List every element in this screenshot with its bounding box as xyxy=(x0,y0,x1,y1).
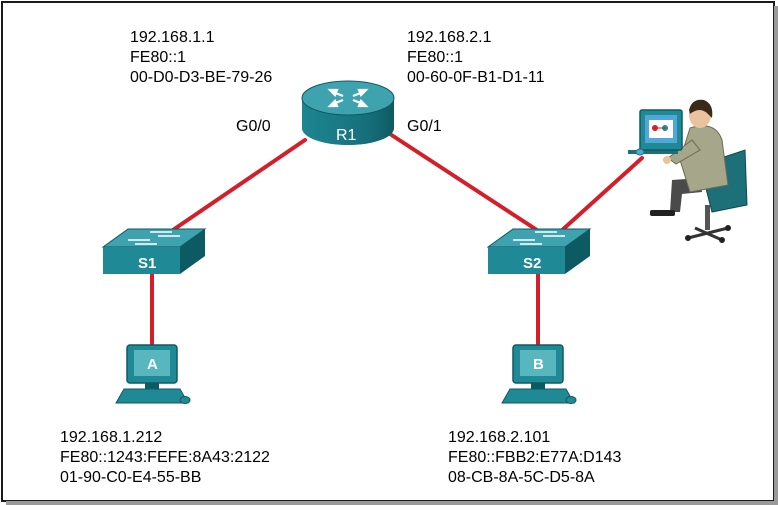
host-a-ipv6: FE80::1243:FEFE:8A43:2122 xyxy=(60,449,270,466)
router-arrows-icon xyxy=(327,88,369,108)
router-g0-1-mac: 00-60-0F-B1-D1-11 xyxy=(407,69,545,86)
port-g0-1-label: G0/1 xyxy=(407,118,442,135)
host-b-mac: 08-CB-8A-5C-D5-8A xyxy=(448,469,595,486)
link-r1-s2 xyxy=(388,132,542,234)
router-r1-icon[interactable] xyxy=(301,80,395,145)
router-g0-1-ipv6: FE80::1 xyxy=(407,49,464,66)
port-g0-0-label: G0/0 xyxy=(236,118,271,135)
router-g0-1-addresses: 192.168.2.1 FE80::1 00-60-0F-B1-D1-11 xyxy=(407,28,545,88)
host-b-computer-icon[interactable] xyxy=(501,344,577,404)
host-a-label: A xyxy=(147,356,158,373)
switch-s2-label: S2 xyxy=(523,255,541,272)
router-g0-1-ipv4: 192.168.2.1 xyxy=(407,29,492,46)
host-b-addresses: 192.168.2.101 FE80::FBB2:E77A:D143 08-CB… xyxy=(448,428,621,488)
host-a-mac: 01-90-C0-E4-55-BB xyxy=(60,469,202,486)
router-g0-0-mac: 00-D0-D3-BE-79-26 xyxy=(130,69,273,86)
router-g0-0-addresses: 192.168.1.1 FE80::1 00-D0-D3-BE-79-26 xyxy=(130,28,272,88)
switch-s2-icon[interactable] xyxy=(486,228,592,274)
link-r1-s1 xyxy=(168,138,307,234)
workstation-user-icon[interactable] xyxy=(628,99,748,243)
links xyxy=(150,132,644,350)
frame-shadow-bottom xyxy=(6,501,778,505)
router-g0-0-ipv4: 192.168.1.1 xyxy=(130,29,215,46)
host-a-addresses: 192.168.1.212 FE80::1243:FEFE:8A43:2122 … xyxy=(60,428,270,488)
frame-shadow-right xyxy=(774,6,778,503)
host-b-label: B xyxy=(533,356,544,373)
router-g0-0-ipv6: FE80::1 xyxy=(130,49,187,66)
switch-s1-icon[interactable] xyxy=(101,228,207,274)
switch-s1-label: S1 xyxy=(138,255,156,272)
router-r1-label: R1 xyxy=(336,127,357,144)
host-a-computer-icon[interactable] xyxy=(115,344,191,404)
host-b-ipv6: FE80::FBB2:E77A:D143 xyxy=(448,449,622,466)
host-a-ipv4: 192.168.1.212 xyxy=(60,429,163,446)
link-s2-workstation xyxy=(558,156,644,234)
host-b-ipv4: 192.168.2.101 xyxy=(448,429,551,446)
